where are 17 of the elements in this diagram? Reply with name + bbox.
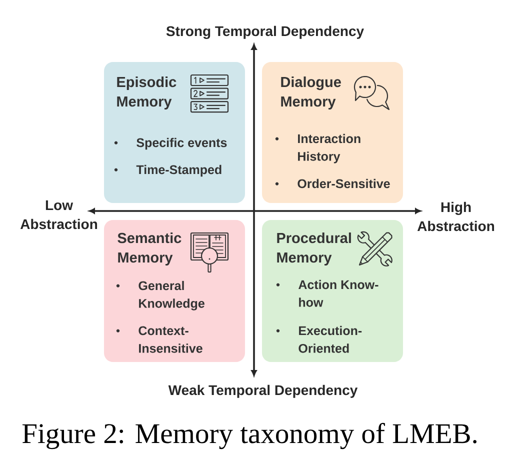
bullet-text: Specific events: [136, 138, 227, 150]
bullet-text: Interaction History: [298, 134, 360, 164]
figure-caption: Figure 2: Memory taxonomy of LMEB.: [22, 422, 476, 450]
bullet-text: Action Know-how: [298, 280, 378, 307]
axis-label: High Abstraction: [417, 202, 494, 232]
bullet-text: General Knowledge: [138, 280, 204, 310]
axis-label: Strong Temporal Dependency: [166, 26, 364, 39]
card-title: Semantic Memory: [118, 232, 182, 266]
bullet-text: Order-Sensitive: [298, 178, 390, 188]
card-title: Episodic Memory: [117, 76, 176, 110]
bullet-text: Context-Insensitive: [138, 326, 202, 353]
bullet-text: Time-Stamped: [136, 164, 222, 177]
axis-label: Low Abstraction: [20, 200, 98, 230]
axis-label: Weak Temporal Dependency: [168, 384, 358, 398]
bullet-text: Execution-Oriented: [298, 326, 362, 353]
card-title: Dialogue Memory: [281, 76, 341, 110]
card-title: Procedural Memory: [277, 232, 351, 266]
